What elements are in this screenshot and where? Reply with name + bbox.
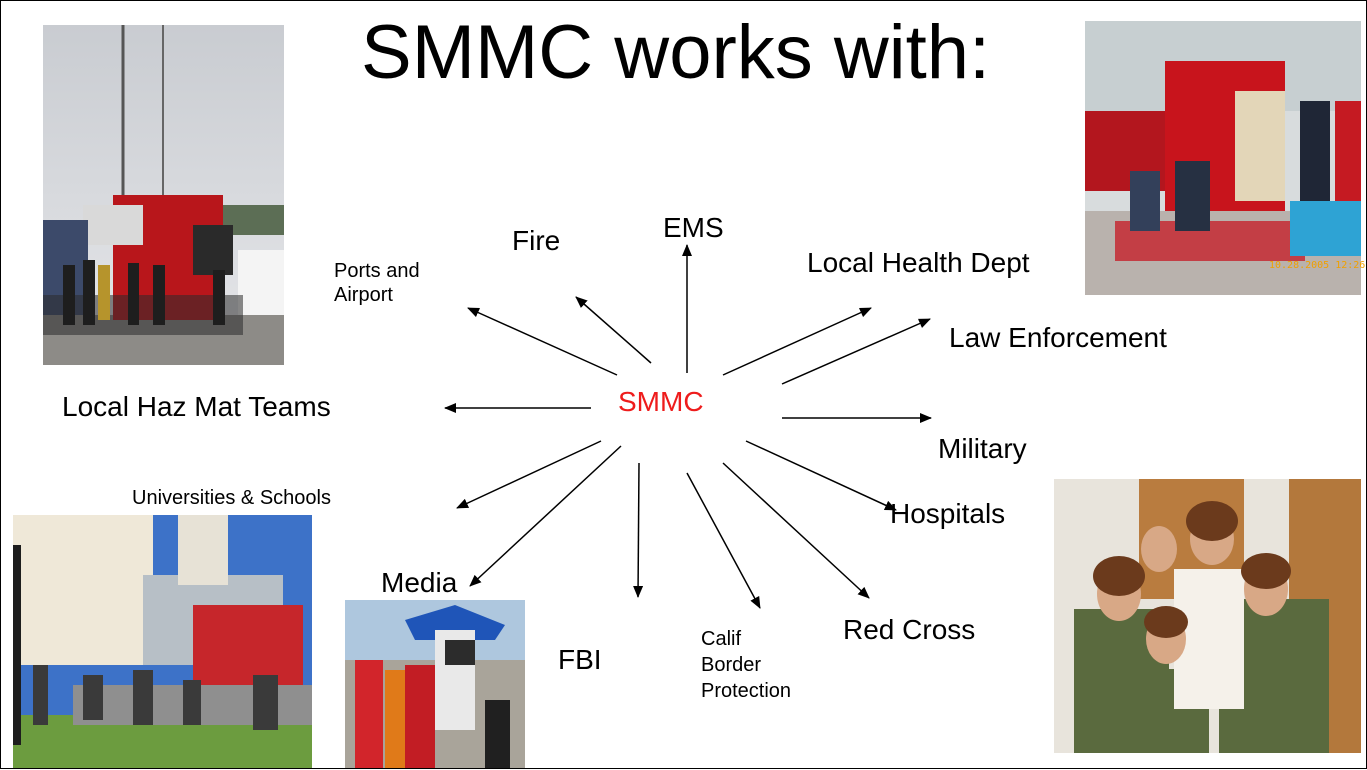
arrow-universities — [456, 440, 602, 509]
partner-calif-border-protection: Calif Border Protection — [701, 628, 792, 702]
partner-universities-schools: Universities & Schools — [132, 487, 331, 509]
partner-ports-airport: Ports and Airport — [334, 260, 420, 306]
partner-fbi: FBI — [558, 644, 602, 675]
photo-timestamp: 10.28.2005 12:26 — [1269, 260, 1366, 271]
partner-fire: Fire — [512, 225, 561, 256]
arrow-hospitals — [745, 440, 897, 511]
arrow-fire — [575, 296, 652, 364]
photo-military-team — [1054, 479, 1361, 753]
center-node-smmc: SMMC — [618, 386, 704, 417]
partner-media: Media — [381, 567, 458, 598]
photo-medical-center — [13, 515, 312, 768]
arrow-media — [469, 445, 622, 587]
arrow-law — [781, 318, 931, 385]
arrow-ports — [467, 307, 618, 376]
photo-media-event — [345, 600, 525, 768]
arrow-redcross — [722, 462, 870, 599]
partner-local-health-dept: Local Health Dept — [807, 247, 1030, 278]
partner-local-haz-mat-teams: Local Haz Mat Teams — [62, 391, 331, 422]
arrow-border — [686, 472, 761, 609]
arrow-fbi — [633, 462, 644, 598]
partner-hospitals: Hospitals — [890, 498, 1006, 529]
arrow-health — [722, 307, 872, 376]
partner-law-enforcement: Law Enforcement — [949, 322, 1167, 353]
photo-rescue-trailer — [1085, 21, 1361, 295]
slide-title: SMMC works with: — [361, 10, 991, 95]
partner-military: Military — [938, 433, 1027, 464]
partner-ems: EMS — [663, 212, 724, 243]
photo-mobile-truck — [43, 25, 284, 365]
partner-red-cross: Red Cross — [843, 614, 976, 645]
